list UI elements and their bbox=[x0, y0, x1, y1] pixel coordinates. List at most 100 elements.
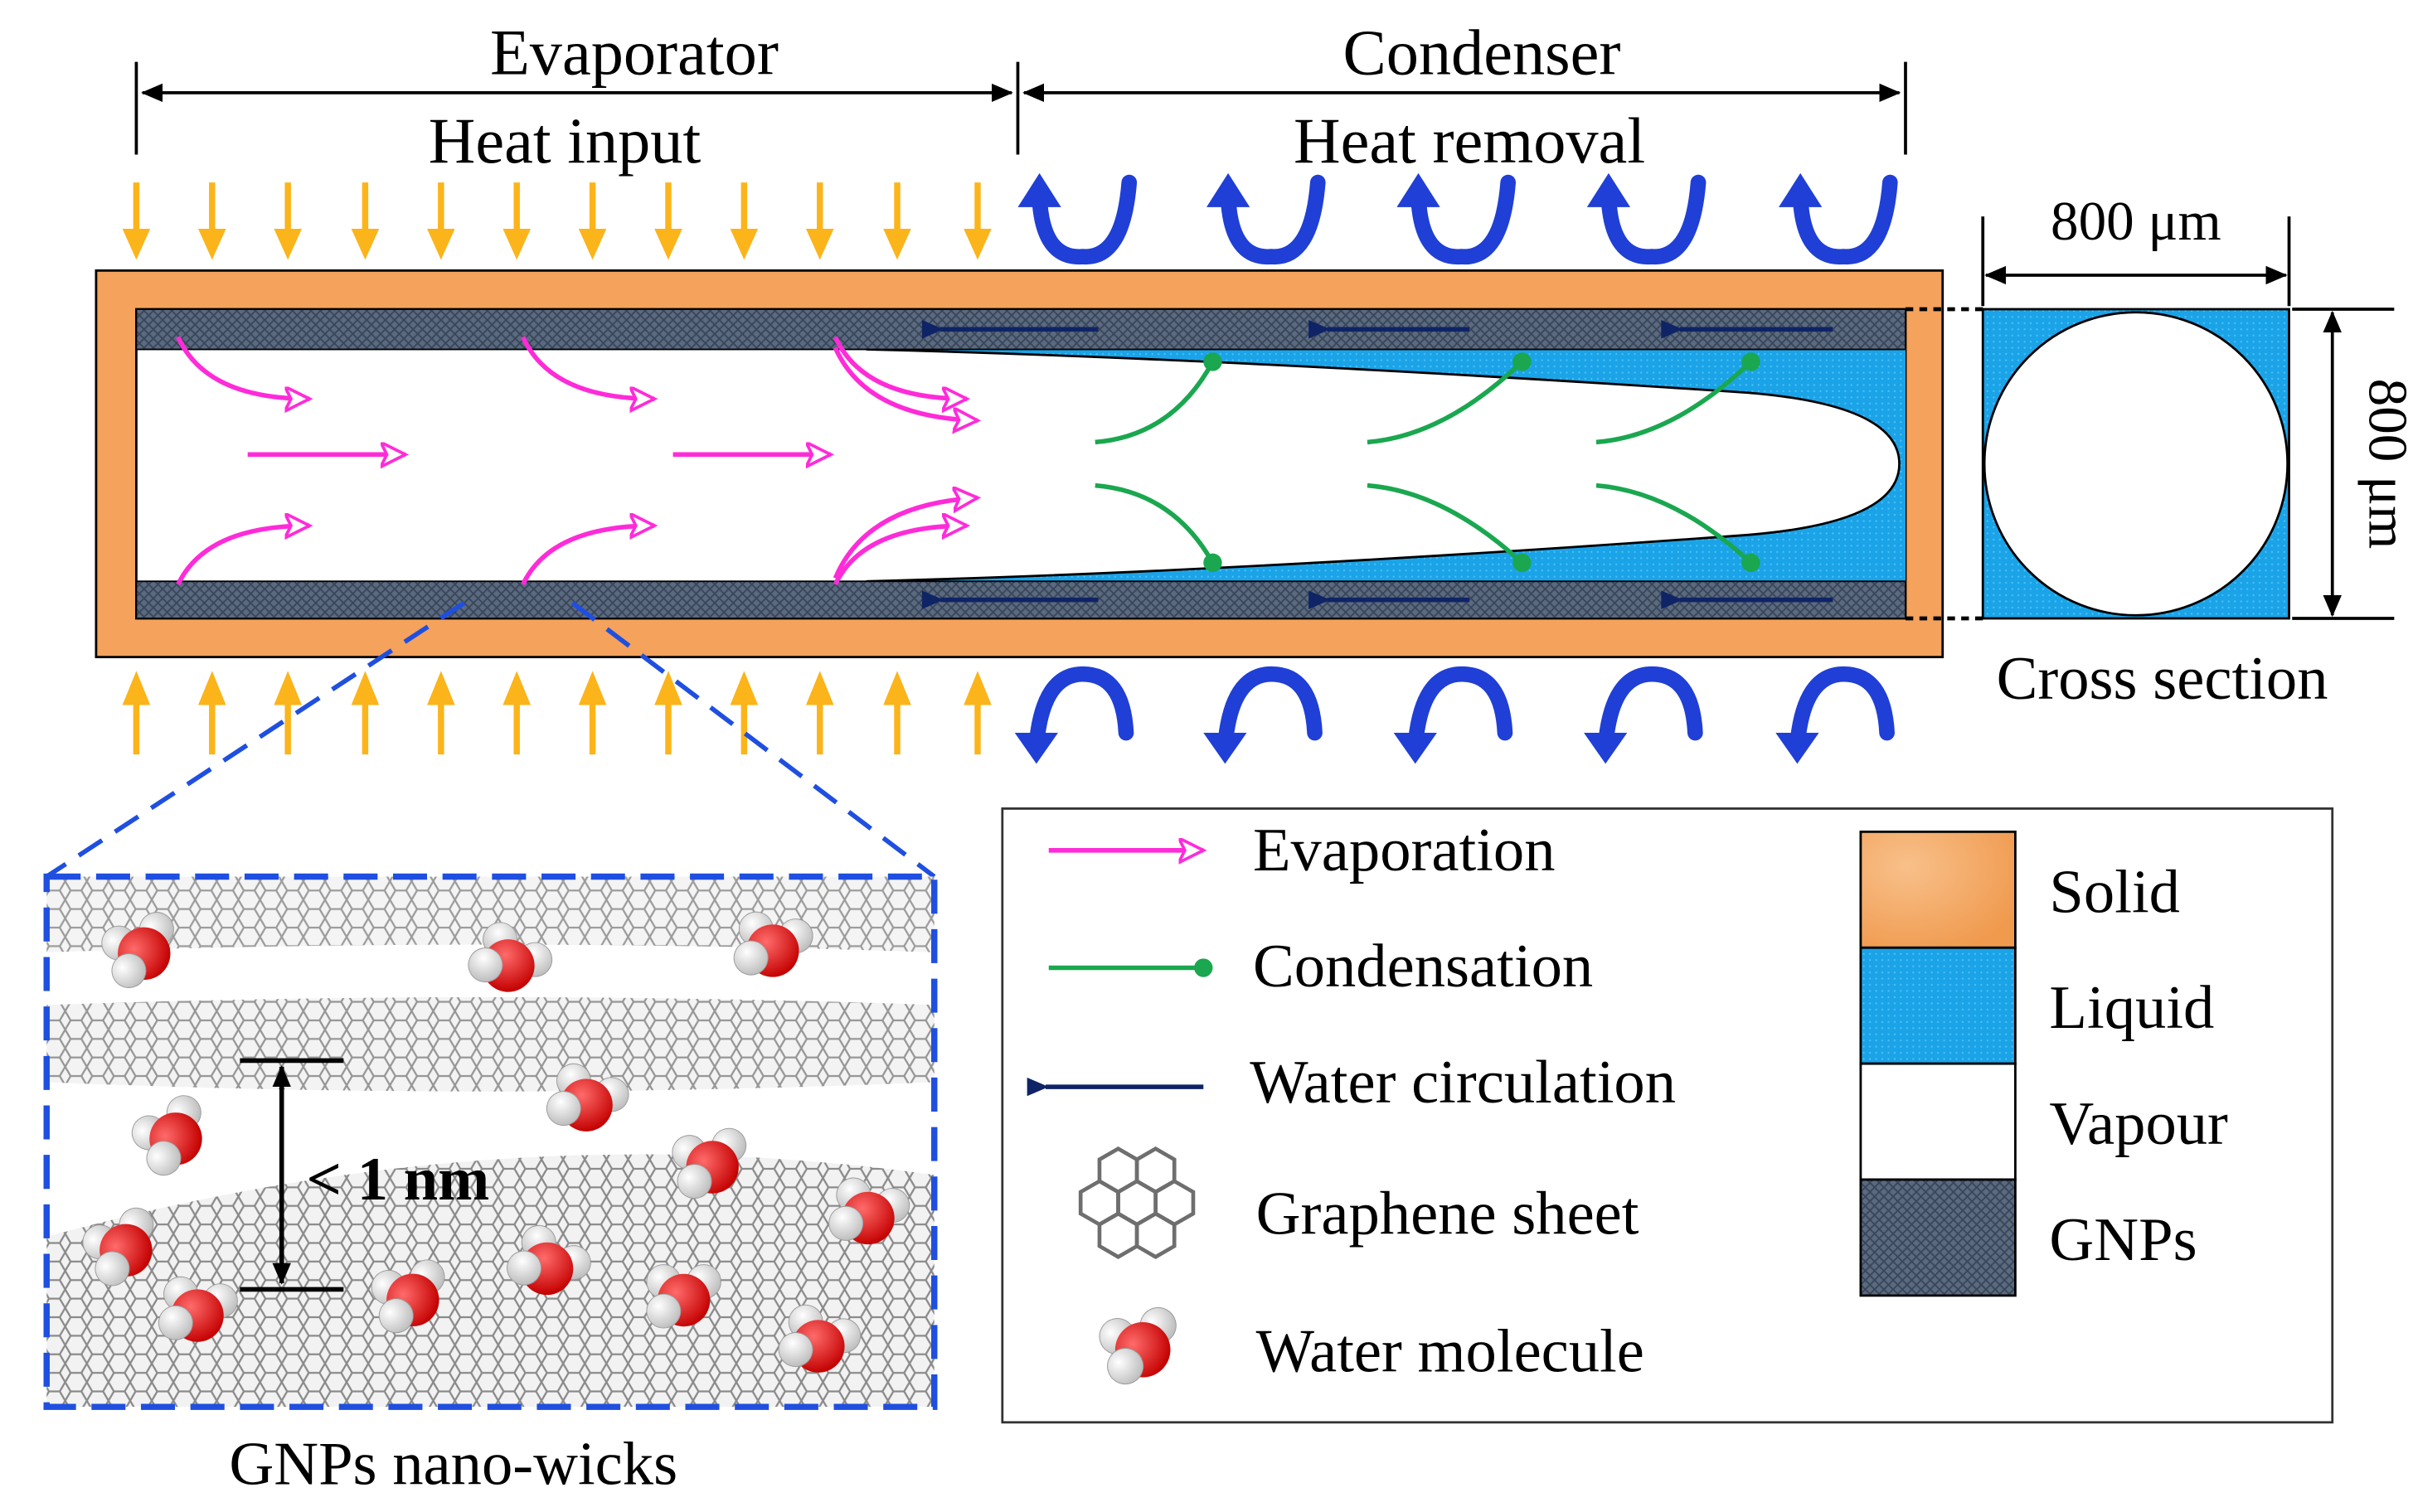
evaporation-arrow bbox=[833, 346, 978, 421]
heat-input-arrow-down bbox=[351, 182, 380, 260]
cross-section-width-label: 800 μm bbox=[2051, 190, 2221, 252]
heat-input-arrow-up bbox=[578, 671, 607, 755]
legend-condensation-label: Condensation bbox=[1253, 933, 1593, 1001]
heat-input-arrow-down bbox=[578, 182, 607, 260]
heat-removal-label: Heat removal bbox=[1294, 104, 1645, 177]
water-molecule bbox=[101, 912, 174, 988]
cross-section-caption: Cross section bbox=[1997, 645, 2328, 713]
material-swatch-vapour bbox=[1859, 1062, 2017, 1181]
water-molecule bbox=[371, 1259, 445, 1334]
heat-input-arrow-down bbox=[730, 182, 759, 260]
heat-removal-arrow bbox=[1206, 172, 1326, 264]
legend-graphene-label: Graphene sheet bbox=[1256, 1180, 1639, 1248]
material-label-solid: Solid bbox=[2049, 858, 2180, 926]
condensation-mark bbox=[1367, 482, 1532, 573]
liquid-vapour-interface bbox=[866, 348, 1901, 583]
heat-input-label: Heat input bbox=[429, 104, 702, 177]
inset-spacing-label: < 1 nm bbox=[307, 1146, 490, 1214]
heat-removal-arrow bbox=[1203, 666, 1323, 764]
water-molecule bbox=[733, 911, 813, 977]
condensation-mark bbox=[1595, 352, 1760, 445]
heat-removal-arrow bbox=[1396, 172, 1517, 264]
water-circulation-arrows bbox=[921, 320, 1833, 609]
material-label-gnps: GNPs bbox=[2049, 1206, 2197, 1274]
water-molecule bbox=[82, 1207, 154, 1287]
heat-input-arrows-top bbox=[122, 182, 992, 260]
water-molecule bbox=[828, 1177, 910, 1245]
evaporation-arrow bbox=[176, 526, 310, 586]
heat-input-arrow-up bbox=[883, 671, 911, 755]
heat-removal-arrows-top bbox=[1017, 172, 1898, 264]
heat-input-arrow-down bbox=[654, 182, 682, 260]
nano-wick-inset bbox=[43, 601, 938, 1410]
legend: Evaporation Condensation Water circulati… bbox=[1001, 807, 2334, 1424]
heat-removal-arrow bbox=[1779, 172, 1898, 264]
heat-input-arrow-down bbox=[427, 182, 455, 260]
water-molecule bbox=[507, 1224, 591, 1296]
heat-input-arrow-up bbox=[805, 671, 834, 755]
evaporation-arrows bbox=[176, 336, 978, 586]
evaporator-label: Evaporator bbox=[490, 17, 779, 89]
material-swatch-gnps bbox=[1859, 1178, 2017, 1297]
heat-input-arrow-down bbox=[122, 182, 151, 260]
pipe-liquid-region bbox=[866, 349, 1906, 582]
material-swatch-solid bbox=[1859, 830, 2017, 949]
heat-removal-arrows-bottom bbox=[1014, 666, 1895, 764]
material-swatch-liquid bbox=[1859, 946, 2017, 1065]
graphene-sheet-icon bbox=[1078, 1146, 1196, 1259]
evaporation-arrow bbox=[833, 526, 967, 586]
graphene-sheet-top bbox=[46, 876, 935, 952]
inset-water-molecules bbox=[82, 911, 910, 1373]
water-molecule bbox=[1099, 1306, 1177, 1385]
legend-circulation-label: Water circulation bbox=[1250, 1049, 1676, 1117]
condensation-mark bbox=[1095, 352, 1222, 445]
heat-input-arrow-up bbox=[964, 671, 992, 755]
heat-input-arrow-down bbox=[503, 182, 531, 260]
water-molecule bbox=[158, 1276, 238, 1342]
heat-input-arrow-up bbox=[654, 671, 682, 755]
heat-removal-arrow bbox=[1393, 666, 1513, 764]
heat-input-arrow-up bbox=[274, 671, 302, 755]
water-molecule bbox=[468, 922, 553, 992]
heat-removal-arrow bbox=[1017, 172, 1138, 264]
cross-section bbox=[1905, 216, 2395, 621]
evaporation-arrow bbox=[521, 526, 655, 586]
graphene-sheet-middle bbox=[46, 996, 935, 1092]
section-dimension-lines bbox=[134, 61, 1907, 155]
legend-evaporation-label: Evaporation bbox=[1253, 817, 1556, 884]
heat-removal-arrow bbox=[1775, 666, 1895, 764]
heat-input-arrow-down bbox=[805, 182, 834, 260]
legend-water-label: Water molecule bbox=[1256, 1317, 1644, 1385]
evaporation-arrow bbox=[176, 336, 310, 400]
heat-input-arrow-down bbox=[274, 182, 302, 260]
heat-removal-arrow bbox=[1014, 666, 1134, 764]
evaporation-arrow bbox=[833, 336, 967, 400]
water-molecule bbox=[131, 1095, 202, 1176]
heat-input-arrow-up bbox=[351, 671, 380, 755]
material-label-liquid: Liquid bbox=[2049, 974, 2214, 1042]
heat-input-arrow-up bbox=[730, 671, 759, 755]
evaporation-arrow bbox=[521, 336, 655, 400]
cross-section-height-label: 800 μm bbox=[2357, 379, 2413, 550]
condensation-mark bbox=[1367, 352, 1532, 445]
heat-removal-arrow bbox=[1584, 666, 1703, 764]
heat-input-arrow-down bbox=[883, 182, 911, 260]
condensation-mark bbox=[1095, 482, 1222, 573]
heat-input-arrow-down bbox=[964, 182, 992, 260]
heat-input-arrow-up bbox=[427, 671, 455, 755]
cross-section-vapour bbox=[1983, 311, 2289, 617]
inset-caption: GNPs nano-wicks bbox=[229, 1430, 677, 1498]
material-label-vapour: Vapour bbox=[2049, 1090, 2228, 1158]
water-molecule bbox=[672, 1127, 747, 1199]
water-molecule-icon bbox=[1099, 1306, 1177, 1385]
water-molecule bbox=[778, 1304, 862, 1373]
legend-box bbox=[1001, 807, 2334, 1424]
water-molecule bbox=[646, 1264, 721, 1329]
heat-input-arrow-up bbox=[122, 671, 151, 755]
heat-removal-arrow bbox=[1586, 172, 1707, 264]
evaporation-arrow bbox=[833, 498, 978, 579]
heat-input-arrow-up bbox=[503, 671, 531, 755]
heat-input-arrows-bottom bbox=[122, 671, 992, 755]
